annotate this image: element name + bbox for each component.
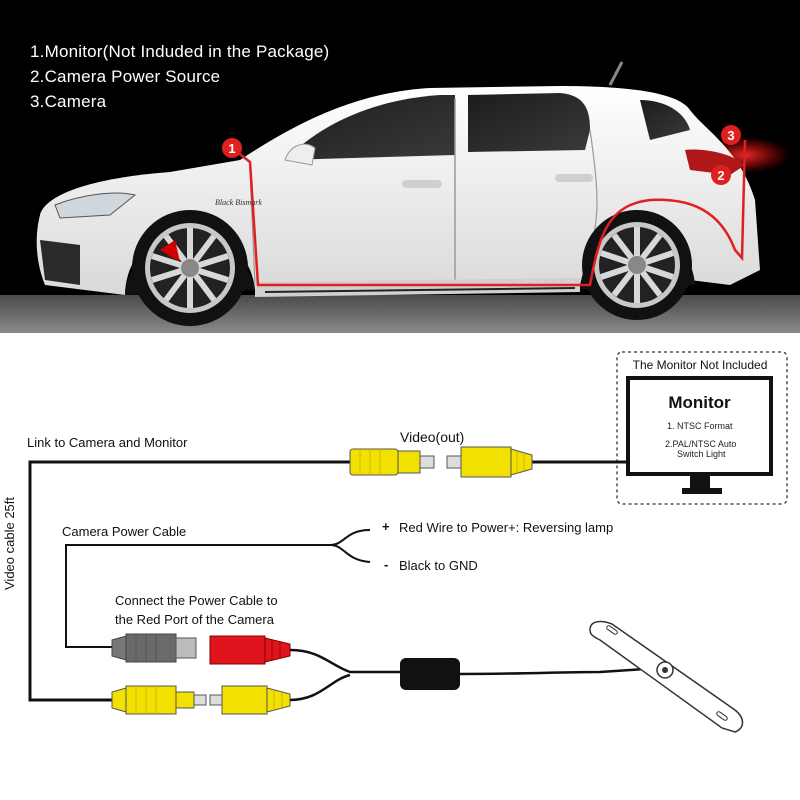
video-out-label: Video(out) xyxy=(400,429,465,445)
svg-text:1: 1 xyxy=(228,141,235,156)
rear-wheel xyxy=(582,210,692,320)
svg-text:2: 2 xyxy=(717,168,724,183)
rca-plug-bottom-left xyxy=(111,685,207,715)
black-wire-label: Black to GND xyxy=(399,558,478,573)
monitor-note-1: 1. NTSC Format xyxy=(667,421,733,431)
marker-1: 1 xyxy=(222,138,242,158)
plus-sign: + xyxy=(382,519,390,534)
legend-item-monitor: 1.Monitor(Not Induded in the Package) xyxy=(30,42,330,61)
gray-power-plug xyxy=(111,633,197,663)
marker-3: 3 xyxy=(721,125,741,145)
monitor-note-2-line2: Switch Light xyxy=(677,449,726,459)
inline-filter xyxy=(400,658,460,690)
connect-note-line2: the Red Port of the Camera xyxy=(115,612,274,627)
legend-item-power-source: 2.Camera Power Source xyxy=(30,67,221,86)
legend-item-camera: 3.Camera xyxy=(30,92,107,111)
rca-jack-bottom-right xyxy=(209,685,291,715)
minus-sign: - xyxy=(384,557,389,572)
link-label: Link to Camera and Monitor xyxy=(27,435,188,450)
front-window xyxy=(285,95,455,160)
front-door-handle xyxy=(402,180,442,188)
connect-note-line1: Connect the Power Cable to xyxy=(115,593,278,608)
rear-door-handle xyxy=(555,174,593,182)
svg-text:3: 3 xyxy=(727,128,734,143)
rca-jack-top-right xyxy=(446,446,533,478)
marker-2: 2 xyxy=(711,165,731,185)
tail-light xyxy=(685,149,745,175)
rear-window xyxy=(468,93,590,152)
headlight xyxy=(54,192,137,219)
red-power-jack xyxy=(209,635,291,665)
monitor-box-title: The Monitor Not Included xyxy=(632,358,768,372)
front-wheel xyxy=(132,210,248,326)
rca-plug-top-left xyxy=(349,448,435,476)
monitor-heading: Monitor xyxy=(668,393,731,412)
video-cable xyxy=(28,460,350,702)
car-photo-panel: 1 2 3 Black Bismark 1.Monitor(Not Indude… xyxy=(0,0,800,333)
grille xyxy=(40,240,80,285)
video-cable-length-label: Video cable 25ft xyxy=(2,497,17,590)
car-badge: Black Bismark xyxy=(215,198,262,207)
red-wire-label: Red Wire to Power+: Reversing lamp xyxy=(399,520,614,535)
monitor-stand xyxy=(682,488,722,494)
power-cable xyxy=(65,529,371,648)
wire-route xyxy=(231,139,747,287)
power-cable-label: Camera Power Cable xyxy=(62,524,187,539)
monitor-neck xyxy=(690,474,710,488)
rear-quarter-window xyxy=(640,100,690,140)
car-illustration: 1 2 3 Black Bismark xyxy=(0,61,800,333)
side-mirror xyxy=(284,143,316,166)
antenna xyxy=(608,61,624,86)
monitor-note-2-line1: 2.PAL/NTSC Auto xyxy=(665,439,737,449)
license-plate-camera xyxy=(589,620,744,733)
ground xyxy=(0,295,800,333)
